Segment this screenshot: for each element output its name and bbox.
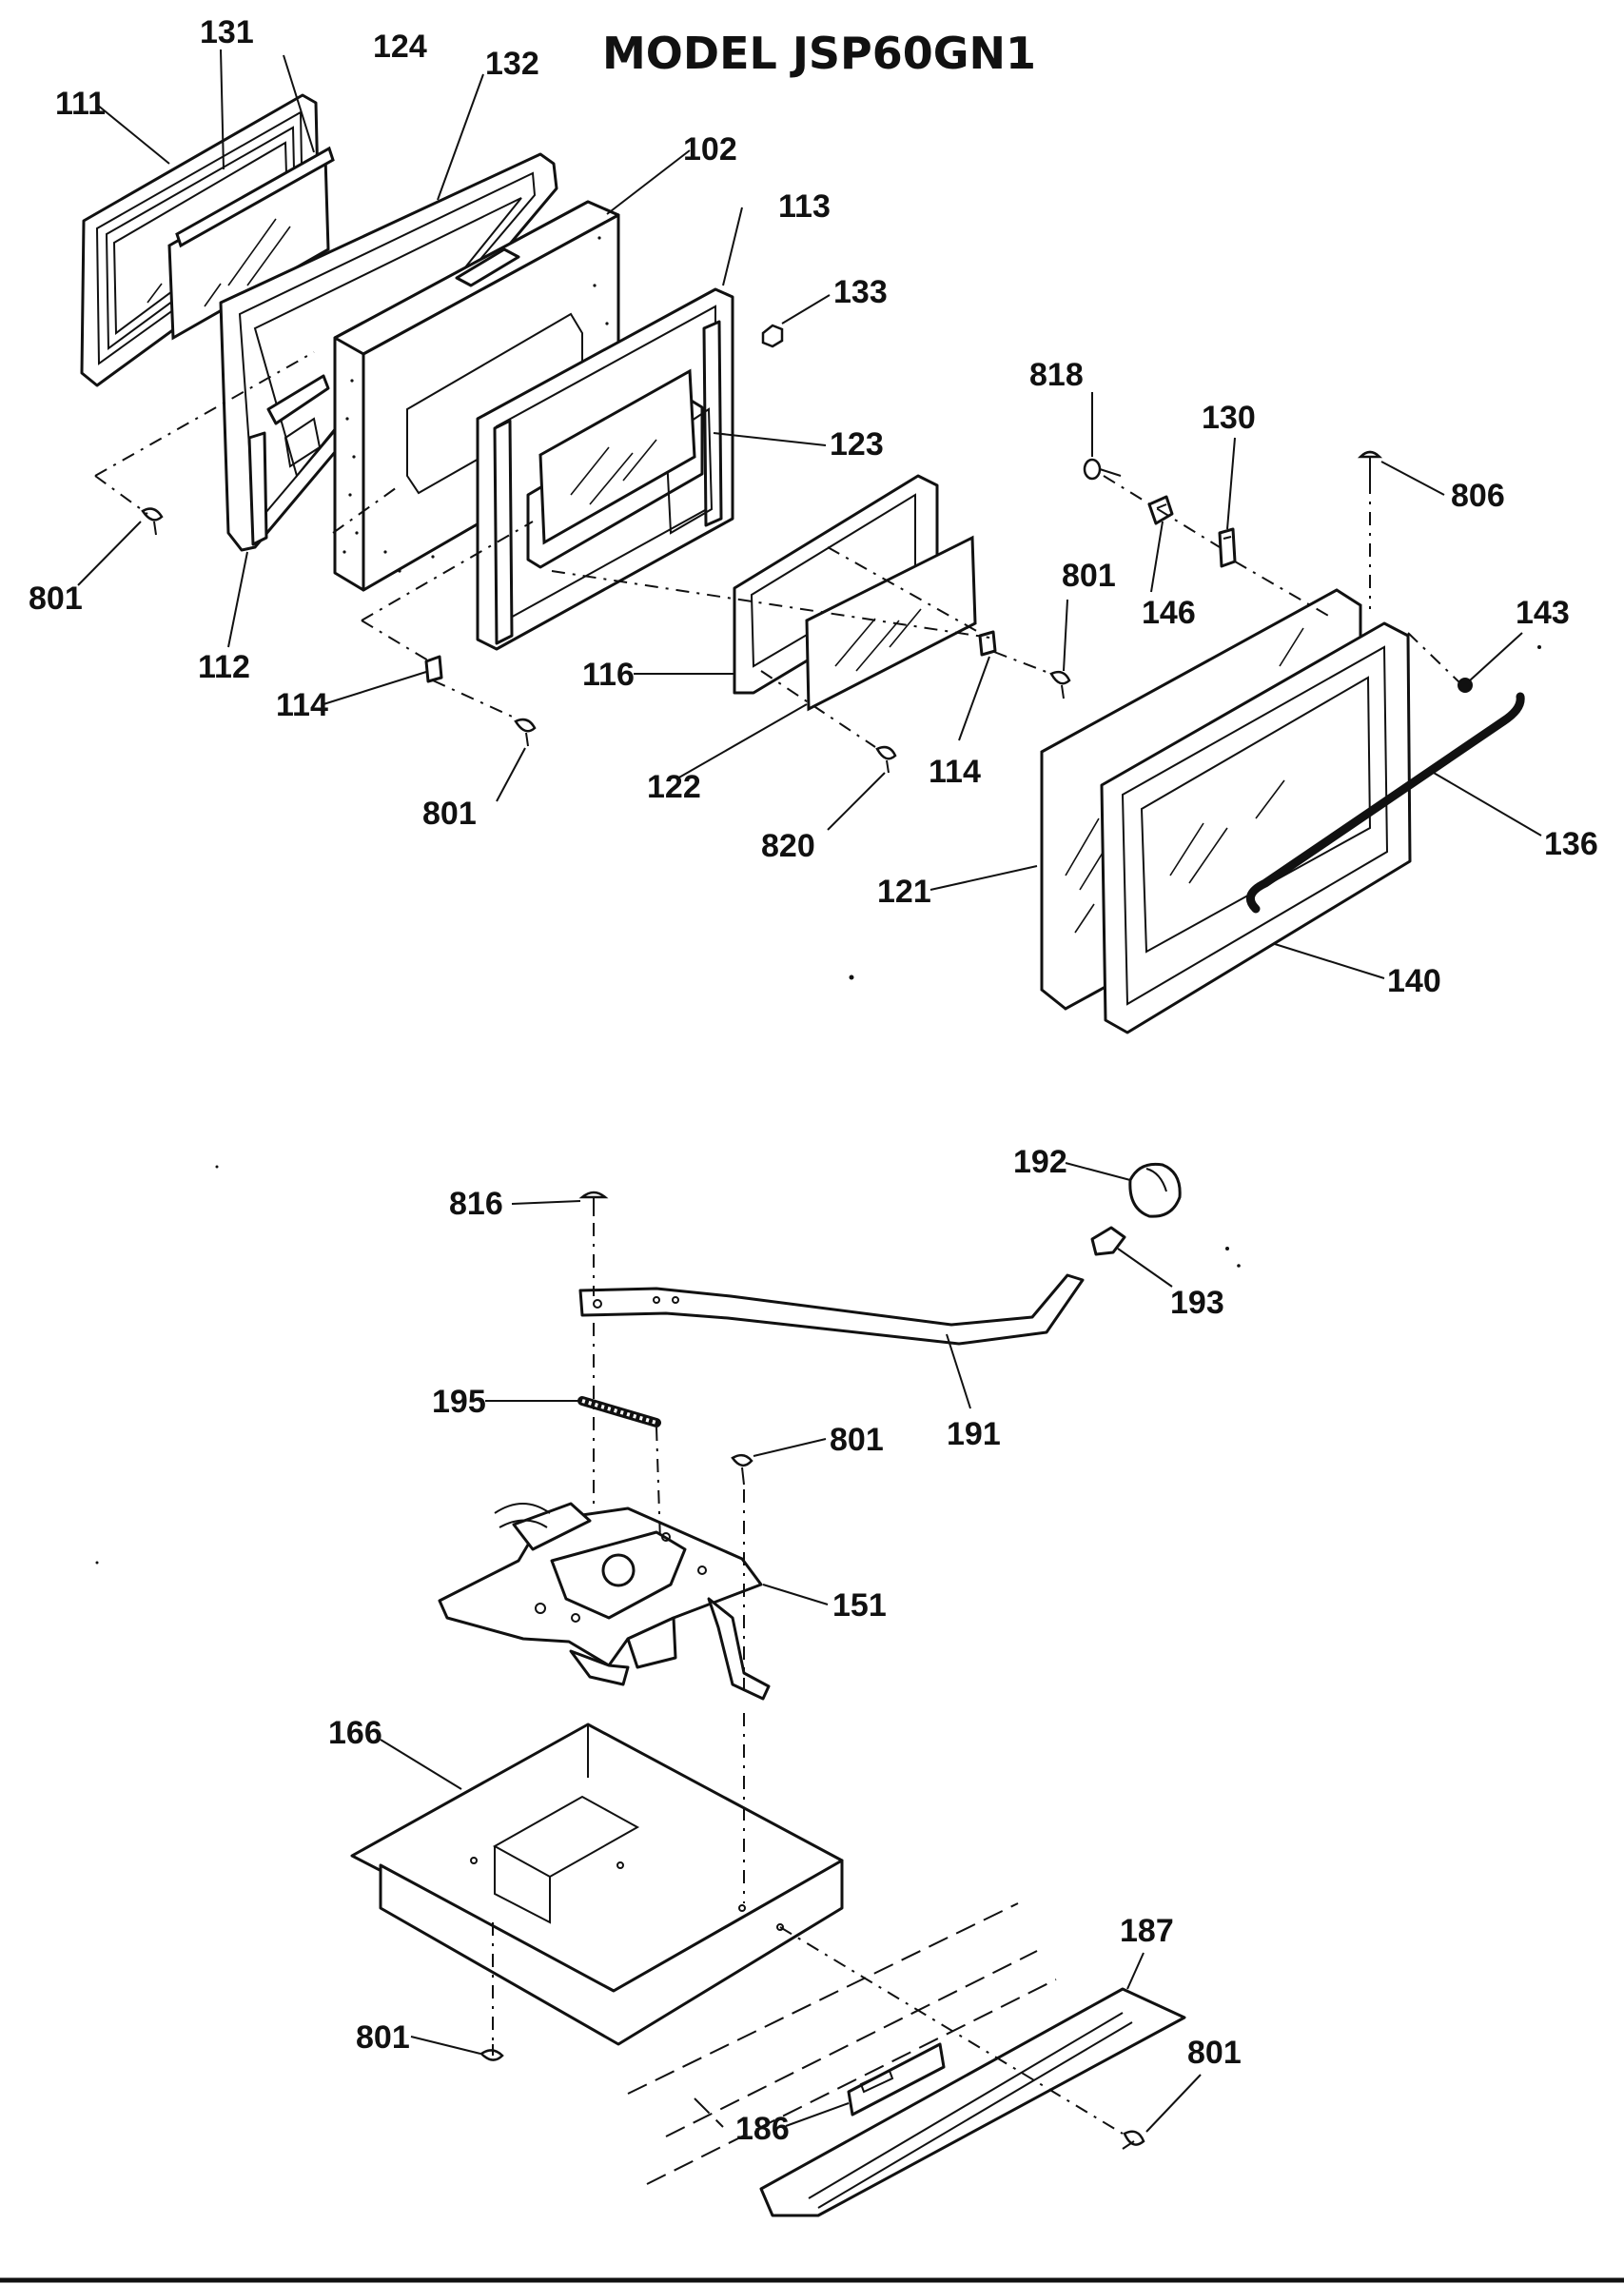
window-glass-122	[805, 535, 977, 712]
scan-specks	[95, 645, 1541, 1565]
screw-820	[875, 745, 897, 774]
callout-195: 195	[432, 1384, 486, 1420]
callout-801-d: 801	[830, 1422, 884, 1458]
callout-114-a: 114	[276, 687, 328, 723]
callout-136: 136	[1544, 826, 1598, 862]
callout-818: 818	[1029, 357, 1084, 393]
leader-lines	[77, 49, 1542, 2133]
insulation-block-102	[333, 200, 620, 592]
callout-123: 123	[830, 426, 884, 463]
callout-102: 102	[683, 131, 737, 167]
callout-806: 806	[1451, 478, 1505, 514]
screw-801-c	[514, 718, 537, 747]
latch-mechanism-151	[438, 1502, 771, 1701]
callout-192: 192	[1013, 1144, 1067, 1180]
callout-labels: 131 124 132 111 102 113 133 123 818 130 …	[29, 14, 1598, 2147]
liner-glass-123	[538, 368, 696, 545]
door-handle-136	[1245, 692, 1525, 914]
screw-801-d	[731, 1453, 753, 1486]
screw-801-a	[141, 507, 164, 536]
latch-knob-192	[1128, 1162, 1182, 1218]
callout-116: 116	[582, 657, 635, 693]
range-outline	[627, 1902, 1057, 2185]
callout-193: 193	[1170, 1285, 1224, 1321]
callout-143: 143	[1516, 595, 1570, 631]
screw-801-f	[1122, 2130, 1145, 2150]
callout-166: 166	[328, 1715, 382, 1751]
screw-801-e	[479, 2044, 504, 2061]
callout-112: 112	[198, 649, 250, 685]
nut-143	[1458, 678, 1473, 693]
callout-146: 146	[1142, 595, 1196, 631]
nut-133	[761, 324, 784, 348]
screw-816	[578, 1191, 609, 1216]
knob-clip-193	[1090, 1226, 1126, 1256]
trim-strip-187	[759, 1987, 1186, 2217]
callout-113: 113	[778, 188, 831, 225]
screw-818	[1083, 458, 1122, 481]
callout-130: 130	[1202, 400, 1256, 436]
callout-122: 122	[647, 769, 701, 805]
clip-114-b	[978, 630, 997, 657]
glass-pack-124	[175, 146, 335, 248]
callout-133: 133	[833, 274, 888, 310]
model-title: MODEL JSP60GN1	[602, 28, 1036, 79]
callout-111: 111	[55, 86, 106, 122]
callout-801-f: 801	[356, 2019, 410, 2056]
callout-124: 124	[373, 29, 427, 65]
clip-114-a	[424, 655, 443, 683]
callout-820: 820	[761, 828, 815, 864]
callout-151: 151	[832, 1587, 887, 1624]
callout-186: 186	[735, 2111, 790, 2147]
callout-191: 191	[947, 1416, 1001, 1452]
callout-801-c: 801	[422, 796, 477, 832]
outer-door-frame-140	[1100, 621, 1412, 1034]
screw-806	[1357, 450, 1383, 481]
latch-rod-191	[578, 1273, 1085, 1346]
latch-base-pan-166	[350, 1723, 844, 2046]
callout-187: 187	[1120, 1913, 1174, 1949]
alignment-lines-lower	[492, 1223, 1124, 2135]
callout-131: 131	[200, 14, 254, 50]
callout-140: 140	[1387, 963, 1441, 999]
alignment-lines-upper	[94, 351, 1461, 748]
hinge-part-130	[1218, 527, 1237, 568]
screw-801-b	[1049, 670, 1071, 699]
callout-816: 816	[449, 1186, 503, 1222]
callout-801-e: 801	[1187, 2035, 1242, 2071]
badge-186	[847, 2042, 946, 2117]
callout-121: 121	[877, 874, 931, 910]
latch-spring-195	[577, 1396, 661, 1428]
callout-132: 132	[485, 46, 539, 82]
callout-801-a: 801	[29, 581, 83, 617]
callout-114-b: 114	[929, 754, 981, 790]
callout-801-b: 801	[1062, 558, 1116, 594]
